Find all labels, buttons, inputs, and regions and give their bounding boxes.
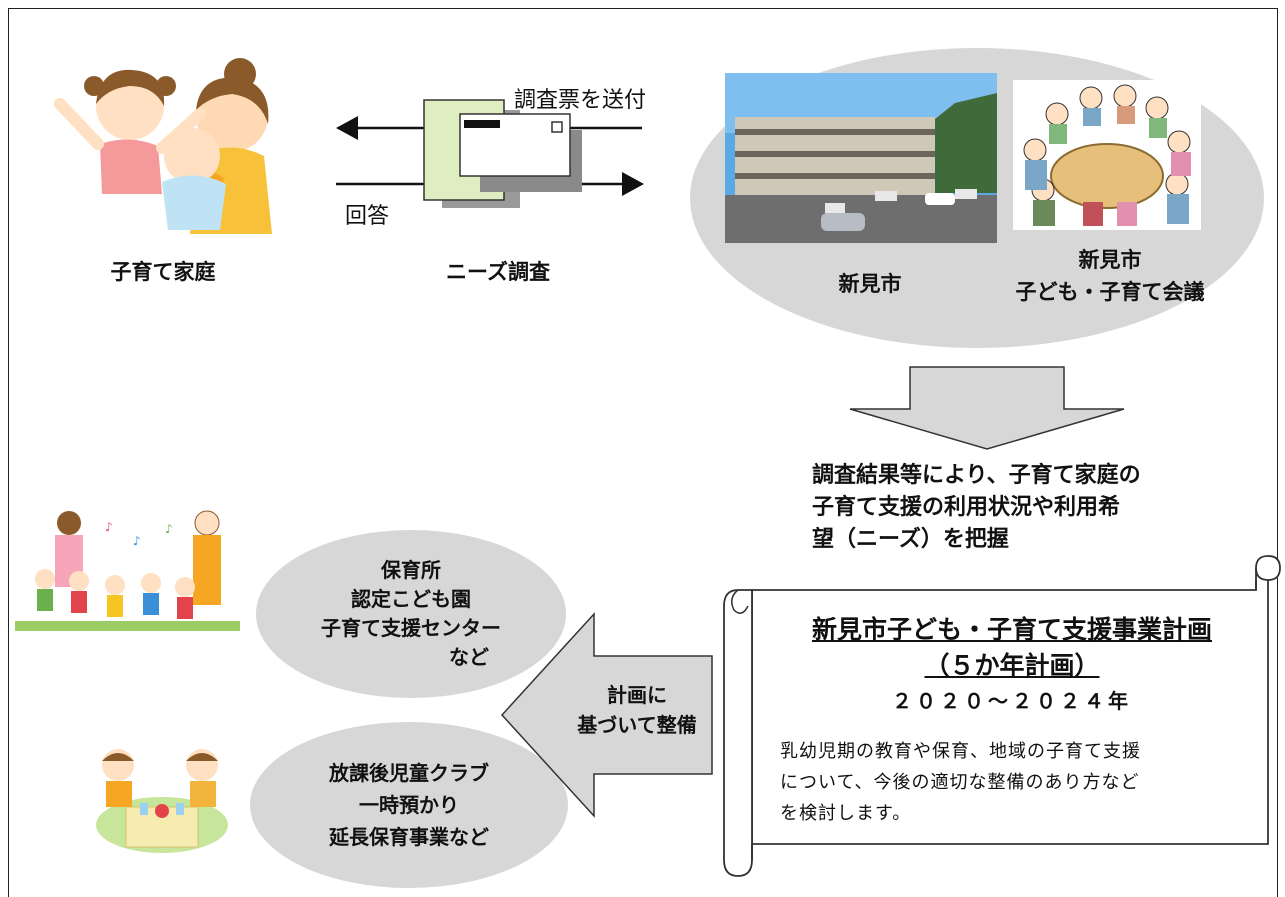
service-extended-care: 延長保育事業など <box>329 825 489 849</box>
arrow-label-line1: 計画に <box>607 683 667 707</box>
result-line3: 望（ニーズ）を把握 <box>812 527 1009 552</box>
diagram-frame <box>8 8 1278 897</box>
arrow-label-line2: 基づいて整備 <box>577 713 697 737</box>
facility-nursery: 保育所 <box>381 558 441 582</box>
council-illustration <box>1013 80 1201 230</box>
facility-support-center: 子育て支援センター <box>321 616 501 640</box>
service-temporary-care: 一時預かり <box>359 793 459 817</box>
send-label: 調査票を送付 <box>514 88 647 113</box>
children-playing-illustration: ♪ ♪ ♪ <box>15 505 240 640</box>
svg-text:♪: ♪ <box>133 534 141 548</box>
svg-text:♪: ♪ <box>105 520 113 534</box>
facility-etc: など <box>449 645 489 669</box>
facilities-ellipse-1: 保育所 認定こども園 子育て支援センター など <box>256 530 566 698</box>
service-after-school-club: 放課後児童クラブ <box>329 761 489 785</box>
council-line1: 新見市 <box>1078 248 1142 272</box>
family-illustration <box>50 44 290 234</box>
plan-desc-line1: 乳幼児期の教育や保育、地域の子育て支援 <box>780 741 1141 762</box>
facilities-ellipse-2: 放課後児童クラブ 一時預かり 延長保育事業など <box>250 722 568 888</box>
left-arrow <box>500 612 716 818</box>
council-label: 新見市 子ども・子育て会議 <box>990 244 1230 308</box>
svg-text:♪: ♪ <box>165 522 173 536</box>
result-line2: 子育て支援の利用状況や利用希 <box>812 495 1121 520</box>
children-eating-illustration <box>90 745 235 860</box>
facility-certified-kindergarten: 認定こども園 <box>351 587 471 611</box>
result-line1: 調査結果等により、子育て家庭の <box>812 463 1141 488</box>
plan-title: 新見市子ども・子育て支援事業計画 <box>811 615 1212 644</box>
plan-subtitle: （５か年計画） <box>924 651 1100 680</box>
reply-label: 回答 <box>345 204 390 229</box>
family-label: 子育て家庭 <box>110 260 216 284</box>
plan-desc-line2: について、今後の適切な整備のあり方など <box>780 772 1140 793</box>
city-hall-photo <box>725 73 997 243</box>
plan-description: 乳幼児期の教育や保育、地域の子育て支援 について、今後の適切な整備のあり方など … <box>780 736 1250 829</box>
plan-content: 新見市子ども・子育て支援事業計画 （５か年計画） ２０２０～２０２４年 <box>760 612 1264 718</box>
result-text: 調査結果等により、子育て家庭の 子育て支援の利用状況や利用希 望（ニーズ）を把握 <box>812 460 1141 556</box>
city-label: 新見市 <box>838 272 902 296</box>
council-line2: 子ども・子育て会議 <box>1015 280 1205 304</box>
envelope-icon <box>420 96 590 216</box>
survey-label: ニーズ調査 <box>446 260 550 284</box>
down-arrow <box>846 365 1128 453</box>
plan-desc-line3: を検討します。 <box>780 803 912 824</box>
plan-years: ２０２０～２０２４年 <box>892 689 1132 713</box>
left-arrow-label: 計画に 基づいて整備 <box>572 680 702 740</box>
plan-scroll <box>716 554 1284 882</box>
